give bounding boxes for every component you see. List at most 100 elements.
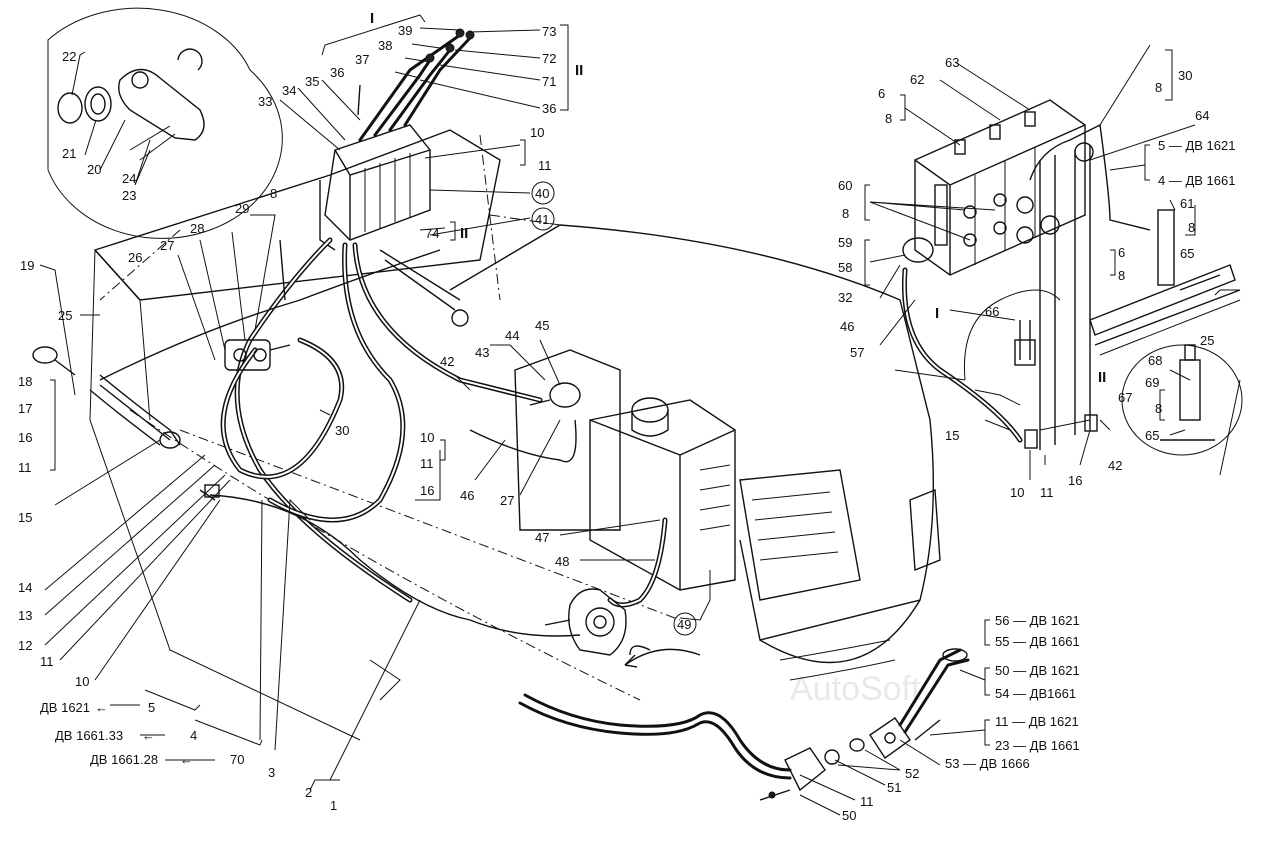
label-20: 20 [87,162,101,177]
control-valve-block [319,28,475,251]
label-6-a: 6 [878,86,885,101]
label-dv1661-33: ДВ 1661.33 [55,728,123,743]
label-49: 49 [677,617,691,632]
label-19: 19 [20,258,34,273]
label-41: 41 [535,212,549,227]
label-8-a: 8 [270,186,277,201]
label-r5: 5 — ДВ 1621 [1158,138,1235,153]
label-r53: 53 — ДВ 1666 [945,756,1030,771]
label-10-c: 10 [420,430,434,445]
label-33: 33 [258,94,272,109]
label-14: 14 [18,580,32,595]
label-8-c: 8 [1155,80,1162,95]
label-70: 70 [230,752,244,767]
label-25-b: 25 [1200,333,1214,348]
label-1: 1 [330,798,337,813]
label-8-f: 8 [842,206,849,221]
label-47: 47 [535,530,549,545]
detail-circle-linkage [47,7,283,239]
label-43: 43 [475,345,489,360]
label-r50: 50 — ДВ 1621 [995,663,1080,678]
label-11-f: 11 [1040,485,1054,500]
label-16-b: 16 [420,483,434,498]
label-68: 68 [1148,353,1162,368]
label-37: 37 [355,52,369,67]
label-11-d: 11 [420,456,434,471]
label-8-d: 8 [1188,220,1195,235]
label-44: 44 [505,328,519,343]
label-15-a: 15 [18,510,32,525]
right-valve-assembly [894,99,1243,456]
label-21: 21 [62,146,76,161]
label-17: 17 [18,401,32,416]
leader-lines [39,14,1241,816]
label-dv1621: ДВ 1621 [40,700,90,715]
label-11-e: 11 [860,794,874,809]
callout-labels: I II 39 38 37 36 35 34 33 73 72 71 36 10… [18,10,1235,823]
label-arrow-5: ← [95,700,108,715]
label-36-a: 36 [330,65,344,80]
label-r56: 56 — ДВ 1621 [995,613,1080,628]
label-r55: 55 — ДВ 1661 [995,634,1080,649]
label-64: 64 [1195,108,1209,123]
label-28: 28 [190,221,204,236]
hydraulic-hoses [99,237,581,637]
label-11-c: 11 [40,654,54,669]
label-10-b: 10 [75,674,89,689]
label-r11: 11 — ДВ 1621 [995,714,1079,729]
label-roman-II-mid: II [460,225,468,242]
label-dv1661-28: ДВ 1661.28 [90,752,158,767]
label-46-a: 46 [460,488,474,503]
label-24: 24 [122,171,136,186]
label-10-a: 10 [530,125,544,140]
label-3: 3 [268,765,275,780]
label-15-b: 15 [945,428,959,443]
label-58: 58 [838,260,852,275]
label-18: 18 [18,374,32,389]
label-r54: 54 — ДВ1661 [995,686,1076,701]
label-roman-I-right: I [935,305,939,322]
label-74: 74 [425,226,439,241]
hydraulic-pump [544,588,701,668]
label-59: 59 [838,235,852,250]
label-27-b: 27 [500,493,514,508]
label-22: 22 [62,49,76,64]
label-48: 48 [555,554,569,569]
label-30-b: 30 [1178,68,1192,83]
label-65-b: 65 [1145,428,1159,443]
label-12: 12 [18,638,32,653]
label-34: 34 [282,83,296,98]
label-26: 26 [128,250,142,265]
label-25-a: 25 [58,308,72,323]
watermark: AutoSoft [790,670,921,708]
label-arrow-70: ← [180,752,193,767]
label-27-a: 27 [160,238,174,253]
label-roman-I-top: I [370,10,374,27]
drive-shaft [518,648,970,801]
label-16-a: 16 [18,430,32,445]
label-30-a: 30 [335,423,349,438]
label-61: 61 [1180,196,1194,211]
label-roman-II-top: II [575,62,583,79]
label-39: 39 [398,23,412,38]
label-36-b: 36 [542,101,556,116]
label-72: 72 [542,51,556,66]
label-66: 66 [985,304,999,319]
vehicle-body [89,129,941,741]
label-57: 57 [850,345,864,360]
label-roman-II-right: II [1098,369,1106,386]
label-51: 51 [887,780,901,795]
label-40: 40 [535,186,549,201]
label-2: 2 [305,785,312,800]
label-62: 62 [910,72,924,87]
label-11-b: 11 [18,460,32,475]
label-13: 13 [18,608,32,623]
label-4: 4 [190,728,197,743]
label-11-a: 11 [538,158,552,173]
label-10-d: 10 [1010,485,1024,500]
label-23: 23 [122,188,136,203]
label-6-b: 6 [1118,245,1125,260]
tee-fittings [32,339,291,501]
